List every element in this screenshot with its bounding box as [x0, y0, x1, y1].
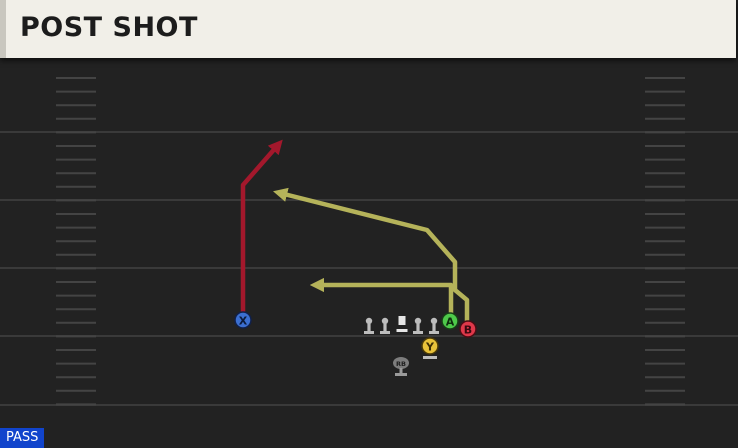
player-a-label: A: [446, 316, 455, 329]
player-rb-label: RB: [396, 360, 406, 368]
play-type-badge: PASS: [0, 428, 45, 448]
route-a-in: [309, 277, 454, 313]
player-y-icon[interactable]: Y: [421, 337, 439, 359]
player-x-icon[interactable]: X: [234, 311, 252, 329]
hash-marks-left: [56, 77, 96, 406]
player-b-icon[interactable]: B: [459, 320, 477, 338]
lineman-icon: [429, 317, 439, 334]
route-x-post: [240, 139, 283, 312]
center-icon: [396, 316, 408, 332]
player-rb-icon[interactable]: RB: [393, 357, 409, 376]
player-a-icon[interactable]: A: [441, 312, 459, 330]
lineman-icon: [413, 317, 423, 334]
offensive-line: [364, 316, 439, 334]
player-x-label: X: [239, 315, 248, 328]
play-name: POST SHOT: [20, 12, 198, 43]
play-diagram-field: X A B Y RB: [0, 58, 738, 448]
route-b-deep-cross: [273, 187, 470, 322]
yard-lines: [0, 131, 738, 406]
player-b-label: B: [464, 324, 472, 337]
play-diagram: X A B Y RB: [0, 77, 738, 406]
hash-marks-right: [645, 77, 685, 406]
lineman-icon: [364, 317, 374, 334]
lineman-icon: [380, 317, 390, 334]
player-y-label: Y: [425, 341, 435, 354]
play-title-bar: POST SHOT: [0, 0, 736, 58]
